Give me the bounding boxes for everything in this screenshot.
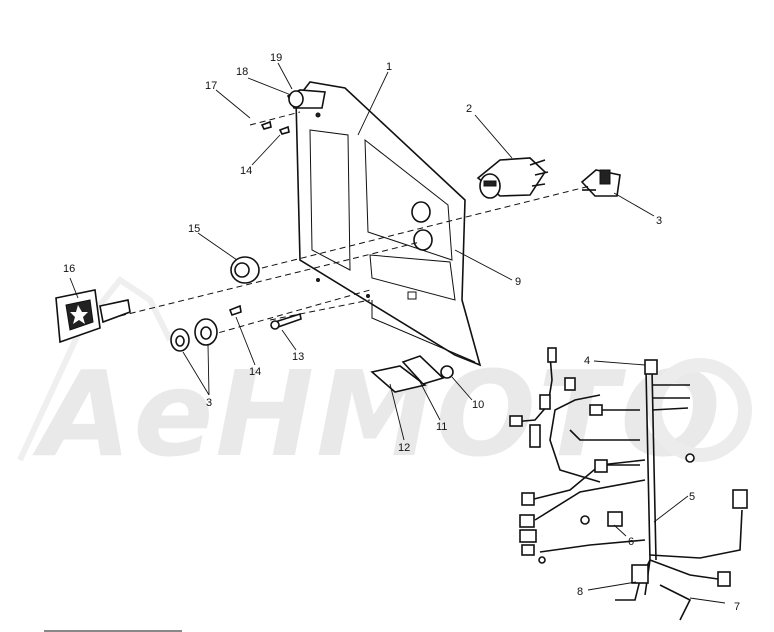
callout-3a: 3 xyxy=(206,397,212,409)
ignition-switch xyxy=(476,157,549,199)
callout-13: 13 xyxy=(292,351,304,363)
assembly-line-4 xyxy=(269,299,371,321)
assembly-line-3 xyxy=(199,289,371,339)
callout-2: 2 xyxy=(466,103,472,115)
ignition-key xyxy=(55,289,131,344)
screws xyxy=(228,120,302,330)
callout-12: 12 xyxy=(398,442,410,454)
callout-10: 10 xyxy=(472,399,484,411)
callout-5: 5 xyxy=(689,491,695,503)
callout-11: 11 xyxy=(436,421,447,433)
callout-18: 18 xyxy=(236,66,248,78)
callout-3b: 3 xyxy=(656,215,662,227)
mount-brackets xyxy=(370,355,454,393)
callout-14b: 14 xyxy=(240,165,252,177)
callout-19: 19 xyxy=(270,52,282,64)
callout-17: 17 xyxy=(205,80,217,92)
callout-8: 8 xyxy=(577,586,583,598)
callout-9: 9 xyxy=(515,276,521,288)
callouts: 1 2 3 3 4 5 6 7 8 9 10 11 12 13 14 14 15… xyxy=(63,52,740,613)
assembly-line-2 xyxy=(119,241,421,317)
leader-lines xyxy=(69,62,726,604)
toggle-switch xyxy=(580,169,621,197)
panel-clip xyxy=(286,89,326,109)
callout-15: 15 xyxy=(188,223,200,235)
assembly-line-1 xyxy=(261,185,591,269)
callout-7: 7 xyxy=(734,601,740,613)
dash-panel xyxy=(295,81,482,367)
callout-14a: 14 xyxy=(249,366,261,378)
assembly-line-5 xyxy=(249,111,301,126)
callout-6: 6 xyxy=(628,536,634,548)
watermark: AeHMOTO xyxy=(17,275,752,483)
callout-1: 1 xyxy=(386,61,392,73)
washers xyxy=(170,318,218,352)
callout-4: 4 xyxy=(584,355,590,367)
wiring-harness xyxy=(509,347,748,621)
callout-16: 16 xyxy=(63,263,75,275)
lock-nut xyxy=(230,256,260,284)
